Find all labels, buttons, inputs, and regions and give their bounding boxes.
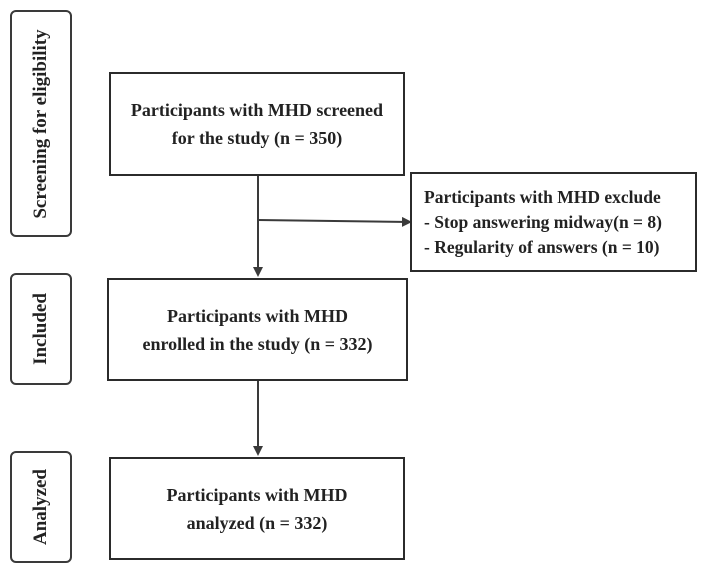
box-screened: Participants with MHD screened for the s… <box>109 72 405 176</box>
stage-label-included: Included <box>10 273 72 385</box>
box-analyzed-line1: Participants with MHD <box>166 484 348 505</box>
box-enrolled-line1: Participants with MHD <box>167 305 348 326</box>
box-screened-line2: for the study (n = 350) <box>171 128 343 148</box>
stage-label-analyzed: Analyzed <box>10 451 72 563</box>
box-excluded-line3: - Regularity of answers (n = 10) <box>424 236 660 257</box>
box-enrolled: Participants with MHD enrolled in the st… <box>107 278 408 381</box>
box-analyzed-line2: analyzed (n = 332) <box>186 512 328 533</box>
arrow-to-excluded <box>257 216 412 227</box>
box-excluded-line1: Participants with MHD exclude <box>424 186 661 207</box>
box-excluded: Participants with MHD exclude - Stop ans… <box>410 172 697 272</box>
box-analyzed: Participants with MHD analyzed (n = 332) <box>109 457 405 560</box>
box-excluded-line2: - Stop answering midway(n = 8) <box>424 211 662 232</box>
box-screened-line1: Participants with MHD screened <box>130 100 384 120</box>
box-enrolled-line2: enrolled in the study (n = 332) <box>142 333 373 354</box>
stage-label-screening: Screening for eligibility <box>10 10 72 237</box>
